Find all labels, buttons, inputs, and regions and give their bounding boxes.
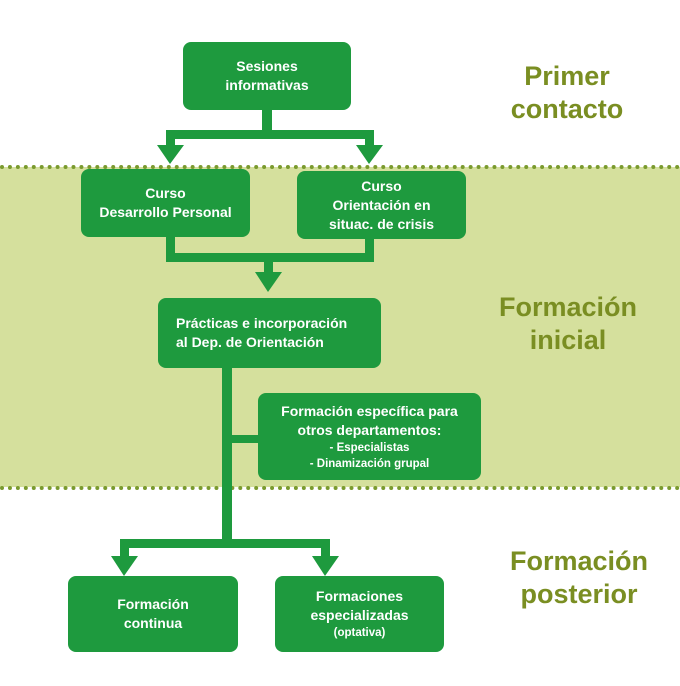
node-line: Formaciones xyxy=(315,588,404,604)
node-line: otros departamentos: xyxy=(297,421,442,438)
stage-line: contacto xyxy=(510,94,624,124)
node-line: situac. de crisis xyxy=(328,215,435,232)
connector-bottom-split xyxy=(120,539,330,548)
stage-line: Formación xyxy=(498,292,638,322)
node-line: especializadas xyxy=(310,607,409,623)
node-line: Orientación en xyxy=(332,196,431,213)
node-note: (optativa) xyxy=(333,627,386,639)
connector-to-especifica xyxy=(222,435,262,443)
node-curso-orientacion-crisis: Curso Orientación en situac. de crisis xyxy=(297,171,466,239)
connector-bottom-right-drop xyxy=(321,539,330,557)
stage-label-formacion-inicial: Formación inicial xyxy=(468,291,668,357)
stage-label-formacion-posterior: Formación posterior xyxy=(479,545,679,611)
node-line: Desarrollo Personal xyxy=(99,204,232,220)
stage-line: Primer xyxy=(524,61,610,91)
connector-right-drop xyxy=(365,130,374,146)
stage-line: posterior xyxy=(520,579,638,609)
node-line: continua xyxy=(123,615,183,631)
stage-label-primer-contacto: Primer contacto xyxy=(467,60,667,126)
connector-bottom-left-drop xyxy=(120,539,129,557)
node-subline: - Especialistas xyxy=(329,441,410,454)
connector-merge-stem xyxy=(264,253,273,273)
connector-sesiones-split xyxy=(166,130,374,139)
connector-sesiones-stem xyxy=(262,110,272,132)
node-line: Prácticas e incorporación xyxy=(176,315,348,331)
arrow-to-formacion-continua xyxy=(111,556,138,576)
node-subline: - Dinamización grupal xyxy=(309,457,430,470)
arrow-to-practicas xyxy=(255,272,282,292)
node-practicas-incorporacion: Prácticas e incorporación al Dep. de Ori… xyxy=(158,298,381,368)
node-formacion-continua: Formación continua xyxy=(68,576,238,652)
arrow-to-curso-desarrollo xyxy=(157,145,184,164)
node-formaciones-especializadas: Formaciones especializadas (optativa) xyxy=(275,576,444,652)
node-line: Sesiones xyxy=(236,58,298,74)
node-line: Formación xyxy=(117,596,189,612)
node-line: Curso xyxy=(145,185,186,201)
connector-left-drop xyxy=(166,130,175,146)
node-curso-desarrollo-personal: Curso Desarrollo Personal xyxy=(81,169,250,237)
bottom-dotted-divider xyxy=(0,486,680,490)
connector-left-rise xyxy=(166,237,175,261)
connector-trunk xyxy=(222,366,232,544)
node-line: Formación específica para xyxy=(281,402,458,419)
node-sesiones-informativas: Sesiones informativas xyxy=(183,42,351,110)
connector-right-rise xyxy=(365,237,374,261)
top-dotted-divider xyxy=(0,165,680,169)
node-line: informativas xyxy=(225,77,309,93)
arrow-to-formaciones-especializadas xyxy=(312,556,339,576)
node-line: Curso xyxy=(361,177,402,194)
arrow-to-curso-orientacion xyxy=(356,145,383,164)
node-formacion-especifica: Formación específica para otros departam… xyxy=(258,393,481,480)
node-line: al Dep. de Orientación xyxy=(176,334,324,350)
stage-line: Formación xyxy=(509,546,649,576)
stage-line: inicial xyxy=(529,325,607,355)
